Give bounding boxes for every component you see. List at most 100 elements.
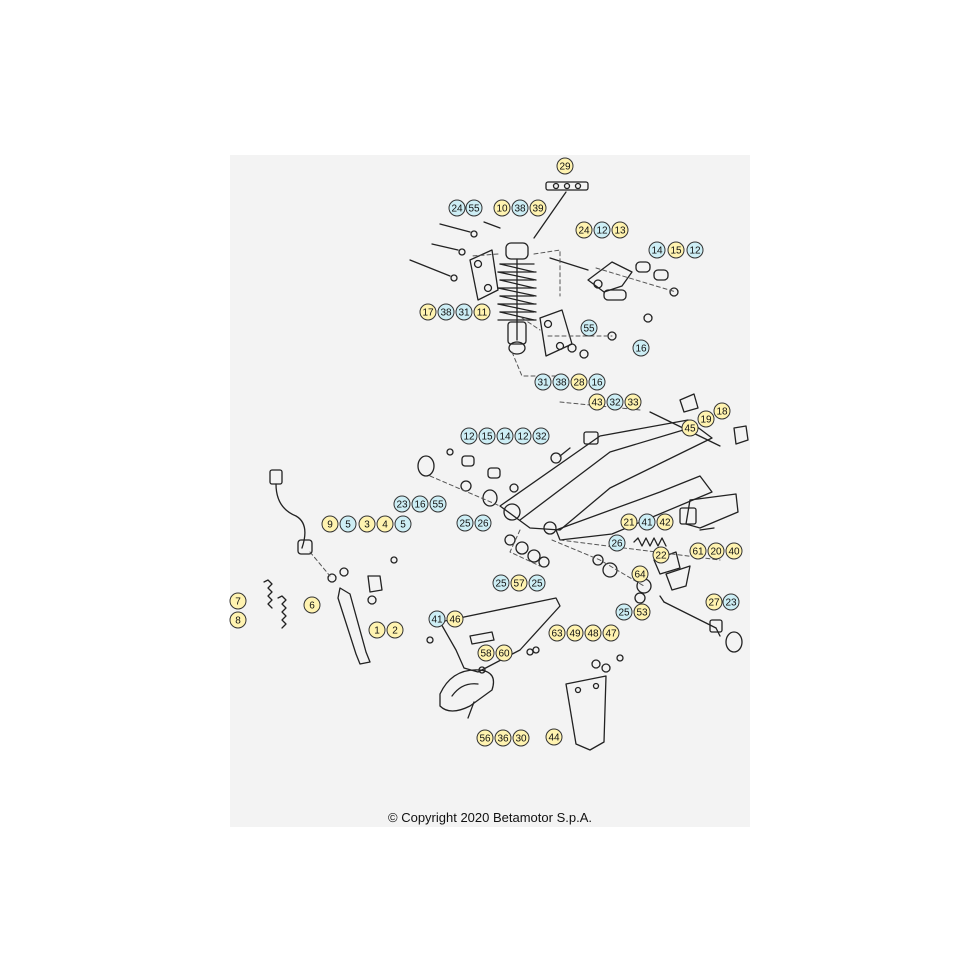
callout-bubble (437, 303, 455, 321)
callout-bubble (620, 513, 638, 531)
callout-number: 38 (555, 378, 567, 389)
callout-bubble (473, 303, 491, 321)
callout-number: 25 (495, 579, 507, 590)
callout-bubble (566, 624, 584, 642)
callout-bubble (570, 373, 588, 391)
callout-bubble (394, 515, 412, 533)
callout-13: 13 (611, 221, 629, 239)
callout-bubble (528, 574, 546, 592)
callout-bubble (339, 515, 357, 533)
callout-6: 6 (303, 596, 321, 614)
bolts-group (409, 221, 501, 282)
callout-bubble (321, 515, 339, 533)
callout-number: 55 (583, 324, 595, 335)
callout-number: 21 (623, 518, 635, 529)
callout-number: 26 (611, 539, 623, 550)
callout-bubble (633, 603, 651, 621)
callout-bubble (552, 373, 570, 391)
callout-45: 45 (681, 419, 699, 437)
callout-bubble (493, 199, 511, 217)
callout-bubble (229, 611, 247, 629)
callout-24: 24 (575, 221, 593, 239)
callout-number: 28 (573, 378, 585, 389)
callout-number: 13 (614, 226, 626, 237)
callout-7: 7 (229, 592, 247, 610)
callout-bubble (476, 729, 494, 747)
shock-mount-bracket (469, 249, 499, 301)
callout-number: 3 (364, 520, 370, 531)
callout-number: 38 (514, 204, 526, 215)
callout-bubble (477, 644, 495, 662)
callout-16: 16 (588, 373, 606, 391)
callout-55: 55 (465, 199, 483, 217)
callout-number: 1 (374, 626, 380, 637)
callout-number: 32 (609, 398, 621, 409)
callout-number: 29 (559, 162, 571, 173)
callout-bubble (446, 610, 464, 628)
callout-48: 48 (584, 624, 602, 642)
shock-absorber (497, 242, 537, 355)
callout-56: 56 (476, 729, 494, 747)
callout-number: 25 (618, 608, 630, 619)
callout-bubble (615, 603, 633, 621)
callout-bubble (376, 515, 394, 533)
callout-number: 15 (670, 246, 682, 257)
callout-bubble (667, 241, 685, 259)
callout-number: 16 (414, 500, 426, 511)
callout-26: 26 (608, 534, 626, 552)
callout-bubble (492, 574, 510, 592)
callout-53: 53 (633, 603, 651, 621)
callout-number: 55 (468, 204, 480, 215)
callout-12: 12 (460, 427, 478, 445)
callout-2: 2 (386, 621, 404, 639)
callout-12: 12 (514, 427, 532, 445)
callout-29: 29 (556, 157, 574, 175)
callout-bubble (705, 593, 723, 611)
callout-bubble (652, 546, 670, 564)
callout-47: 47 (602, 624, 620, 642)
callout-bubble (393, 495, 411, 513)
callout-bubble (608, 534, 626, 552)
callout-number: 20 (710, 547, 722, 558)
callout-12: 12 (593, 221, 611, 239)
mud-flap (565, 675, 607, 751)
callout-bubble (713, 402, 731, 420)
callout-bubble (510, 574, 528, 592)
callout-12: 12 (686, 241, 704, 259)
brake-switch-cable (269, 469, 313, 555)
callout-number: 33 (627, 398, 639, 409)
callout-39: 39 (529, 199, 547, 217)
callout-bubble (303, 596, 321, 614)
callout-24: 24 (448, 199, 466, 217)
callout-5: 5 (339, 515, 357, 533)
callout-23: 23 (393, 495, 411, 513)
callout-17: 17 (419, 303, 437, 321)
callout-number: 41 (431, 615, 443, 626)
chain-guide-block (439, 666, 495, 719)
callout-number: 23 (725, 598, 737, 609)
callout-16: 16 (632, 339, 650, 357)
callout-number: 30 (515, 734, 527, 745)
callout-bubble (456, 514, 474, 532)
callout-bubble (725, 542, 743, 560)
callout-bubble (448, 199, 466, 217)
callout-number: 24 (451, 204, 463, 215)
guide-fasteners (532, 646, 624, 673)
callout-bubble (624, 393, 642, 411)
callout-bubble (534, 373, 552, 391)
callout-bubble (460, 427, 478, 445)
callout-number: 9 (327, 520, 333, 531)
callout-bubble (465, 199, 483, 217)
callout-number: 12 (689, 246, 701, 257)
callout-bubble (575, 221, 593, 239)
callout-bubble (588, 393, 606, 411)
callout-14: 14 (496, 427, 514, 445)
callout-number: 38 (440, 308, 452, 319)
callout-number: 60 (498, 649, 510, 660)
callout-25: 25 (456, 514, 474, 532)
rear-axle (659, 595, 743, 653)
assembly-guide-lines (309, 249, 721, 587)
callout-bubble (606, 393, 624, 411)
callout-number: 12 (596, 226, 608, 237)
callout-bubble (580, 319, 598, 337)
